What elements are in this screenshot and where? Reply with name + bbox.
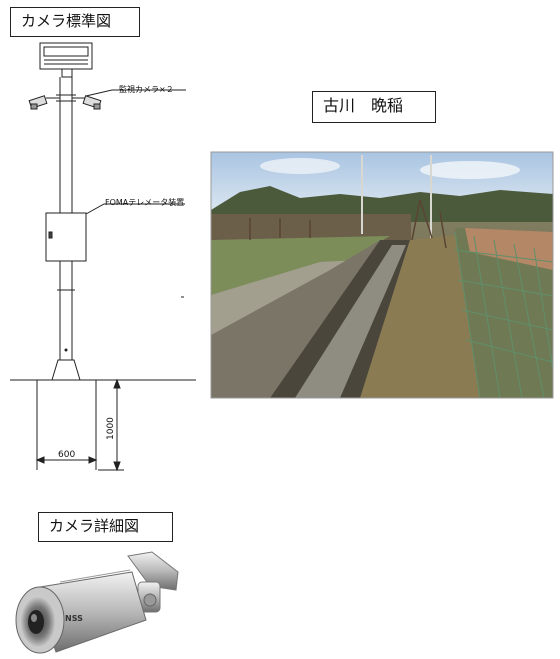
telemeter-annotation: FOMAテレメータ装置 xyxy=(105,198,185,207)
cameras-annotation: 監視カメラ×２ xyxy=(119,85,174,94)
camera-detail-title: カメラ詳細図 xyxy=(38,512,173,542)
chain-link-fence xyxy=(454,231,554,399)
telemeter-box xyxy=(45,212,87,262)
camera-left xyxy=(28,95,60,110)
bare-trees xyxy=(249,199,447,249)
camera-right xyxy=(72,95,102,110)
location-name-title: 古川 晩稲 xyxy=(312,91,436,123)
foundation xyxy=(36,380,97,470)
utility-poles xyxy=(361,155,432,238)
standard-diagram-title: カメラ標準図 xyxy=(10,7,140,37)
top-panel xyxy=(39,42,93,78)
width-annotation: 600 xyxy=(58,450,76,460)
width-dimension xyxy=(35,456,98,464)
depth-dimension xyxy=(98,378,124,472)
camera-mount xyxy=(127,551,179,613)
camera-body xyxy=(15,569,147,654)
camera-brand-text: NSS xyxy=(65,614,83,623)
